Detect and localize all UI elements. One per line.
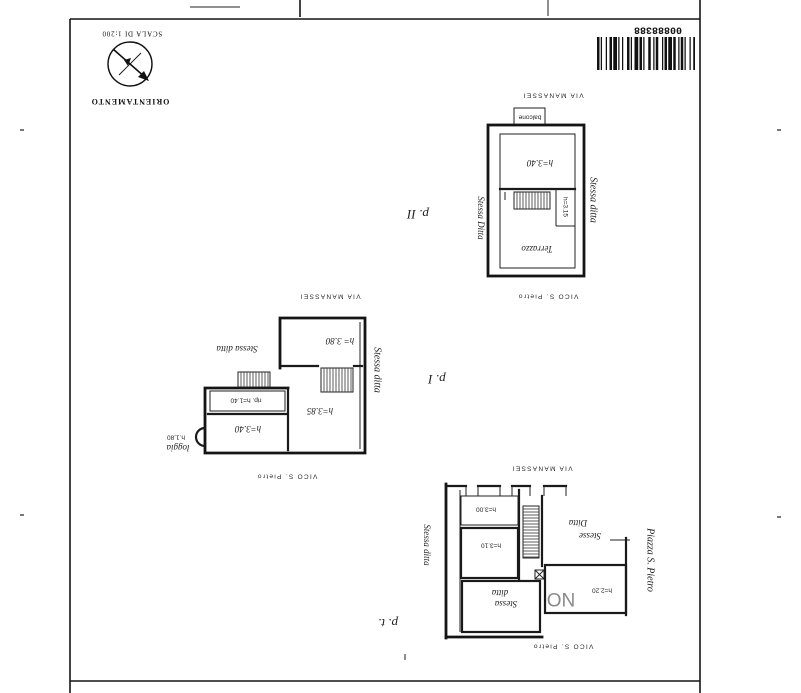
barcode-bar [664, 37, 667, 70]
barcode-bar [609, 37, 612, 70]
street-label-north: VIA MANASSEI [299, 292, 360, 299]
barcode-number: 00888388 [634, 23, 682, 34]
storage-outline [209, 390, 286, 412]
barcode-bar [634, 37, 639, 70]
barcode-bar [597, 37, 600, 70]
floor-plan-p2: VIA MANASSEI balcone h=3.40 h=3.15 Terra… [407, 91, 599, 299]
barcode-bar [648, 37, 651, 70]
barcode-bar [639, 37, 642, 70]
stair-outline [522, 505, 540, 559]
room-height-label: h= 3.80 [325, 336, 354, 346]
barcode-bar [618, 37, 620, 70]
floor-plan-p1: VIA MANASSEI h= 3.80 h=3.85 rip. h=1.40 … [166, 292, 447, 479]
barcode-bar [684, 37, 686, 70]
neighbor-label-east: Stesse [579, 531, 601, 541]
room-height-label: h=3.85 [306, 406, 333, 416]
orientation-label: ORIENTAMENTO [91, 97, 170, 106]
street-label-north: VIA MANASSEI [522, 91, 583, 98]
room-height-label: h=3.40 [234, 424, 261, 434]
neighbor-label-west: Stessa ditta [422, 524, 432, 566]
barcode-bar [680, 37, 684, 70]
room-height-label: h=3.00 [476, 505, 496, 512]
stair-height-label: h=3.15 [561, 197, 568, 217]
stair-hatch [320, 367, 354, 393]
barcode-bar [678, 37, 680, 70]
floor-plan-pt: VIA MANASSEI h=3.0 [378, 464, 656, 649]
barcode-bar [693, 37, 695, 70]
loggia-height-label: h.1,80 [167, 433, 185, 440]
neighbor-label-south: Stessa [494, 599, 517, 609]
stair-hatch [513, 191, 551, 210]
street-label-south: VICO S. Pietro [518, 292, 579, 299]
room-height-label: h=3.10 [481, 541, 501, 548]
orientation-block: SCALA DI 1:200 ORIENTAMENTO [91, 29, 170, 106]
stair-hatch [522, 505, 540, 559]
compass-icon [107, 41, 153, 87]
handwritten-stamp: NO [547, 588, 576, 609]
facade-wall-segments [444, 484, 568, 496]
neighbor-label-south: ditta [491, 588, 508, 598]
barcode-bar [627, 37, 630, 70]
balcony-label: balcone [518, 113, 541, 120]
barcode-bar [655, 37, 659, 70]
neighbor-label-east: Ditta [568, 518, 588, 528]
barcode-bar [662, 37, 664, 70]
floor-label: p. t. [378, 616, 399, 631]
loggia-label: loggia [166, 443, 190, 453]
street-label-north: VIA MANASSEI [511, 464, 572, 471]
storage-height-label: rip. h=1.40 [230, 396, 261, 403]
stair-outline [320, 367, 354, 393]
floor-label: p. I [428, 372, 447, 387]
building-outline [486, 123, 586, 278]
barcode-bar [600, 37, 602, 70]
loggia-outline [194, 426, 207, 448]
barcode-bar [613, 37, 617, 70]
barcode-bar [673, 37, 676, 70]
stair-hatch [237, 371, 271, 388]
terrace-label: Terrazzo [521, 244, 553, 254]
barcode-bar [630, 37, 632, 70]
barcode [597, 37, 695, 70]
neighbor-label-north: Stessa ditta [216, 344, 258, 354]
sheet-frame [69, 0, 701, 693]
barcode-bar [622, 37, 624, 70]
barcode-bar [689, 37, 691, 70]
scale-label: SCALA DI 1:200 [102, 29, 163, 37]
stair-outline [237, 371, 271, 388]
room-height-label: h=3.40 [526, 158, 553, 168]
neighbor-label-east: Stessa ditta [372, 347, 383, 393]
square-label: Piazza S. Pietro [645, 527, 656, 592]
room-outline [460, 579, 542, 634]
neighbor-label-east: Stessa ditta [588, 177, 599, 223]
neighbor-label-west: Stessa Ditta [476, 196, 486, 240]
floor-label: p. II [407, 207, 430, 222]
street-label-south: VICO S. Pietro [257, 472, 318, 479]
barcode-bar [668, 37, 672, 70]
barcode-bar [605, 37, 607, 70]
inner-wall [499, 133, 576, 269]
barcode-bar [643, 37, 645, 70]
scan-marks [20, 129, 781, 660]
barcode-bar [653, 37, 655, 70]
street-label-south: VICO S. Pietro [533, 642, 594, 649]
barcode-block: 00888388 [597, 23, 695, 70]
building-outline [203, 316, 367, 455]
room-height-label: h=2.20 [592, 586, 612, 593]
